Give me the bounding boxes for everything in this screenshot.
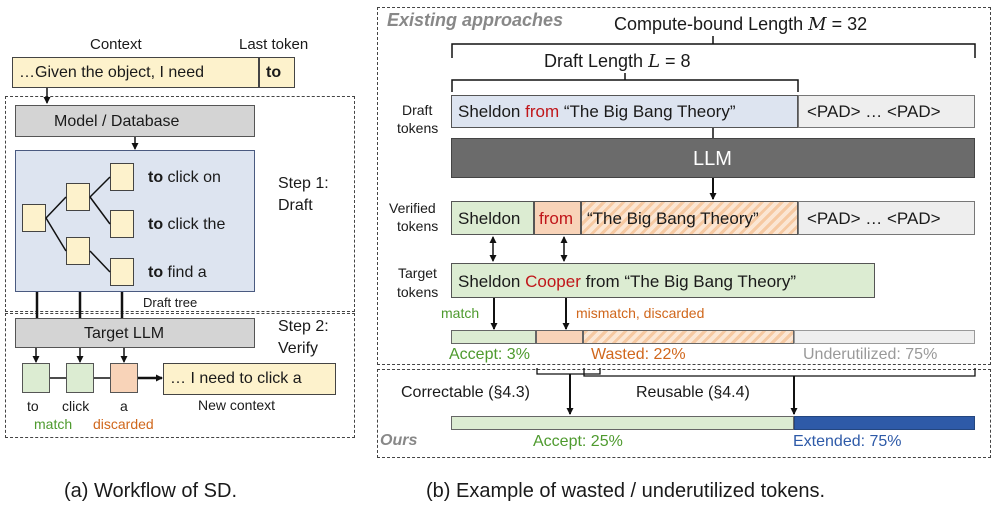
discarded-token-a xyxy=(110,363,138,393)
bar-accept-3 xyxy=(451,330,536,344)
match-label: match xyxy=(34,416,73,432)
verified-token-click xyxy=(66,363,94,393)
verified-sheldon-text: Sheldon xyxy=(458,209,521,228)
existing-region xyxy=(377,7,991,365)
reusable-bracket xyxy=(583,368,976,377)
target-sequence-text: Sheldon Cooper from “The Big Bang Theory… xyxy=(458,272,796,291)
bar-extended xyxy=(794,416,975,430)
target-tokens-label-2: tokens xyxy=(397,284,439,300)
tree-node-l2b xyxy=(110,210,134,238)
ours-label: Ours xyxy=(380,432,418,449)
bar-accept-25 xyxy=(451,416,794,430)
draft-length-bracket xyxy=(451,79,799,92)
pad-text-draft: <PAD> … <PAD> xyxy=(807,102,941,121)
step2-label: Step 2: xyxy=(278,318,329,335)
pad-text-verified: <PAD> … <PAD> xyxy=(807,209,941,228)
pad-box-verified: <PAD> … <PAD> xyxy=(798,201,975,235)
token-a-label: a xyxy=(120,398,128,414)
caption-a: (a) Workflow of SD. xyxy=(64,480,237,502)
bar-mismatch xyxy=(536,330,583,344)
verified-rest-text: “The Big Bang Theory” xyxy=(587,209,759,228)
mismatch-label: mismatch, discarded xyxy=(576,305,705,321)
target-tokens-label-1: Target xyxy=(398,265,437,281)
model-database-box: Model / Database xyxy=(15,105,255,137)
verified-from: from xyxy=(534,201,581,235)
step1-label: Step 1: xyxy=(278,175,329,192)
target-llm-box: Target LLM xyxy=(15,318,255,348)
candidate-3: to find a xyxy=(148,264,207,281)
token-click-label: click xyxy=(62,398,90,414)
bar-underutilized xyxy=(794,330,975,344)
caption-b: (b) Example of wasted / underutilized to… xyxy=(426,480,826,502)
verify-region xyxy=(5,313,355,438)
existing-approaches-label: Existing approaches xyxy=(387,10,564,30)
draft-region xyxy=(5,96,355,312)
token-to-label: to xyxy=(27,398,39,414)
verified-tokens-label-1: Verified xyxy=(389,200,436,216)
last-token-text: to xyxy=(266,64,282,81)
extended-label: Extended: 75% xyxy=(793,433,902,450)
compute-bound-label: Compute-bound Length M = 32 xyxy=(614,14,868,35)
correctable-bracket xyxy=(536,368,601,375)
draft-tokens-label-1: Draft xyxy=(402,102,433,118)
draft-tree-panel xyxy=(15,150,255,292)
tree-node-root xyxy=(22,204,46,232)
wasted-label: Wasted: 22% xyxy=(591,346,686,363)
tree-node-l1a xyxy=(66,183,90,211)
ours-region xyxy=(377,369,991,458)
pad-box-draft: <PAD> … <PAD> xyxy=(798,95,975,128)
bar-wasted xyxy=(583,330,794,344)
verified-sheldon: Sheldon xyxy=(451,201,534,235)
context-text: …Given the object, I need xyxy=(19,64,204,81)
llm-box: LLM xyxy=(451,138,975,178)
compute-bound-bracket xyxy=(451,43,976,58)
step1-draft-label: Draft xyxy=(278,197,313,214)
draft-length-label: Draft Length L = 8 xyxy=(544,51,691,72)
context-box: …Given the object, I need xyxy=(12,57,259,88)
draft-tokens-label-2: tokens xyxy=(397,120,439,136)
candidate-2: to click the xyxy=(148,216,226,233)
b-match-label: match xyxy=(441,305,480,321)
accept-25-label: Accept: 25% xyxy=(533,433,623,450)
tree-node-l1b xyxy=(66,237,90,265)
draft-token-sequence: Sheldon from “The Big Bang Theory” xyxy=(451,95,798,128)
new-context-label: New context xyxy=(198,397,276,413)
verified-from-text: from xyxy=(539,209,573,228)
correctable-label: Correctable (§4.3) xyxy=(401,384,530,401)
draft-tree-label: Draft tree xyxy=(143,295,198,310)
tree-node-l2a xyxy=(110,163,134,191)
underutilized-label: Underutilized: 75% xyxy=(803,346,938,363)
model-database-label: Model / Database xyxy=(54,113,180,130)
new-context-text: … I need to click a xyxy=(170,370,302,387)
discarded-label: discarded xyxy=(93,416,154,432)
new-context-box: … I need to click a xyxy=(163,363,336,395)
context-label: Context xyxy=(90,36,142,53)
last-token-box: to xyxy=(259,57,295,88)
tree-edges xyxy=(45,176,111,273)
reusable-label: Reusable (§4.4) xyxy=(636,384,750,401)
llm-label: LLM xyxy=(693,148,732,170)
verified-wasted-rest: “The Big Bang Theory” xyxy=(581,201,798,235)
step2-verify-label: Verify xyxy=(278,340,319,357)
candidate-1: to click on xyxy=(148,169,221,186)
tree-node-l2c xyxy=(110,258,134,286)
target-llm-label: Target LLM xyxy=(84,325,165,342)
verified-tokens-label-2: tokens xyxy=(397,218,439,234)
verified-token-to xyxy=(22,363,50,393)
last-token-label: Last token xyxy=(239,36,309,53)
accept-3-label: Accept: 3% xyxy=(449,346,530,363)
draft-sequence-text: Sheldon from “The Big Bang Theory” xyxy=(458,102,736,121)
target-token-sequence: Sheldon Cooper from “The Big Bang Theory… xyxy=(451,263,875,298)
